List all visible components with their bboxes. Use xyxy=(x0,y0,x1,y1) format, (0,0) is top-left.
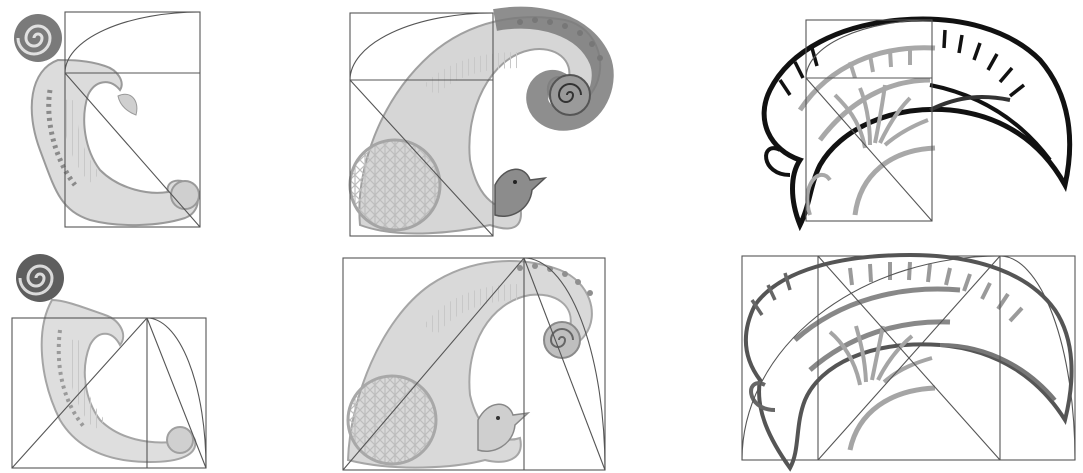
ornament-3-top-motif xyxy=(764,19,1070,225)
ornament-3-top xyxy=(764,19,1070,225)
ornament-1-top xyxy=(14,12,200,227)
ornament-2-bottom-motif xyxy=(348,261,593,468)
ornament-3-bottom xyxy=(742,255,1075,468)
ornament-3-bottom-construction xyxy=(742,256,1075,460)
ornament-1-bottom-motif xyxy=(16,254,195,462)
ornament-1-bottom xyxy=(12,254,206,468)
ornament-2-top-motif xyxy=(350,17,603,234)
ornament-2-bottom xyxy=(343,258,605,470)
ornament-3-bottom-motif xyxy=(746,255,1072,468)
ornament-2-top xyxy=(350,13,603,236)
